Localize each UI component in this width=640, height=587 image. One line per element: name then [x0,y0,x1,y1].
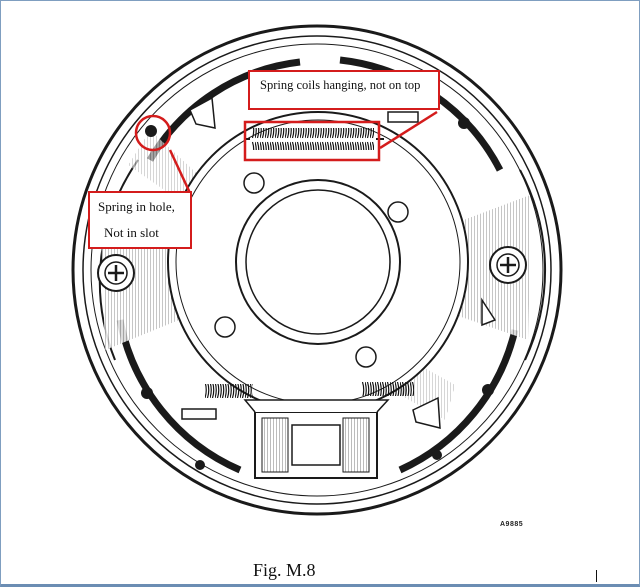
callout-spring-coils-text: Spring coils hanging, not on top [260,78,421,92]
bottom-springs [205,382,414,398]
wheel-cylinder [243,399,390,479]
callout-spring-hole-line2: Not in slot [104,224,159,240]
brake-shoes [98,56,547,474]
figure-caption: Fig. M.8 [253,560,316,580]
spring-highlight-box [243,120,381,162]
pins [141,117,494,470]
adjuster-right [489,246,527,284]
top-return-spring [244,128,384,150]
brackets [181,96,497,429]
backing-plate [167,111,469,413]
annotations [134,110,438,194]
callout-spring-coils: Spring coils hanging, not on top [248,70,440,110]
adjuster-left [97,254,135,292]
pin-highlight-circle [134,114,172,152]
callout-spring-hole-line1: Spring in hole, [98,199,175,214]
text-cursor [596,570,597,582]
drawing-reference-code: A9885 [500,521,524,528]
stud-holes [214,172,409,368]
callout-spring-hole: Spring in hole, Not in slot [88,191,192,249]
